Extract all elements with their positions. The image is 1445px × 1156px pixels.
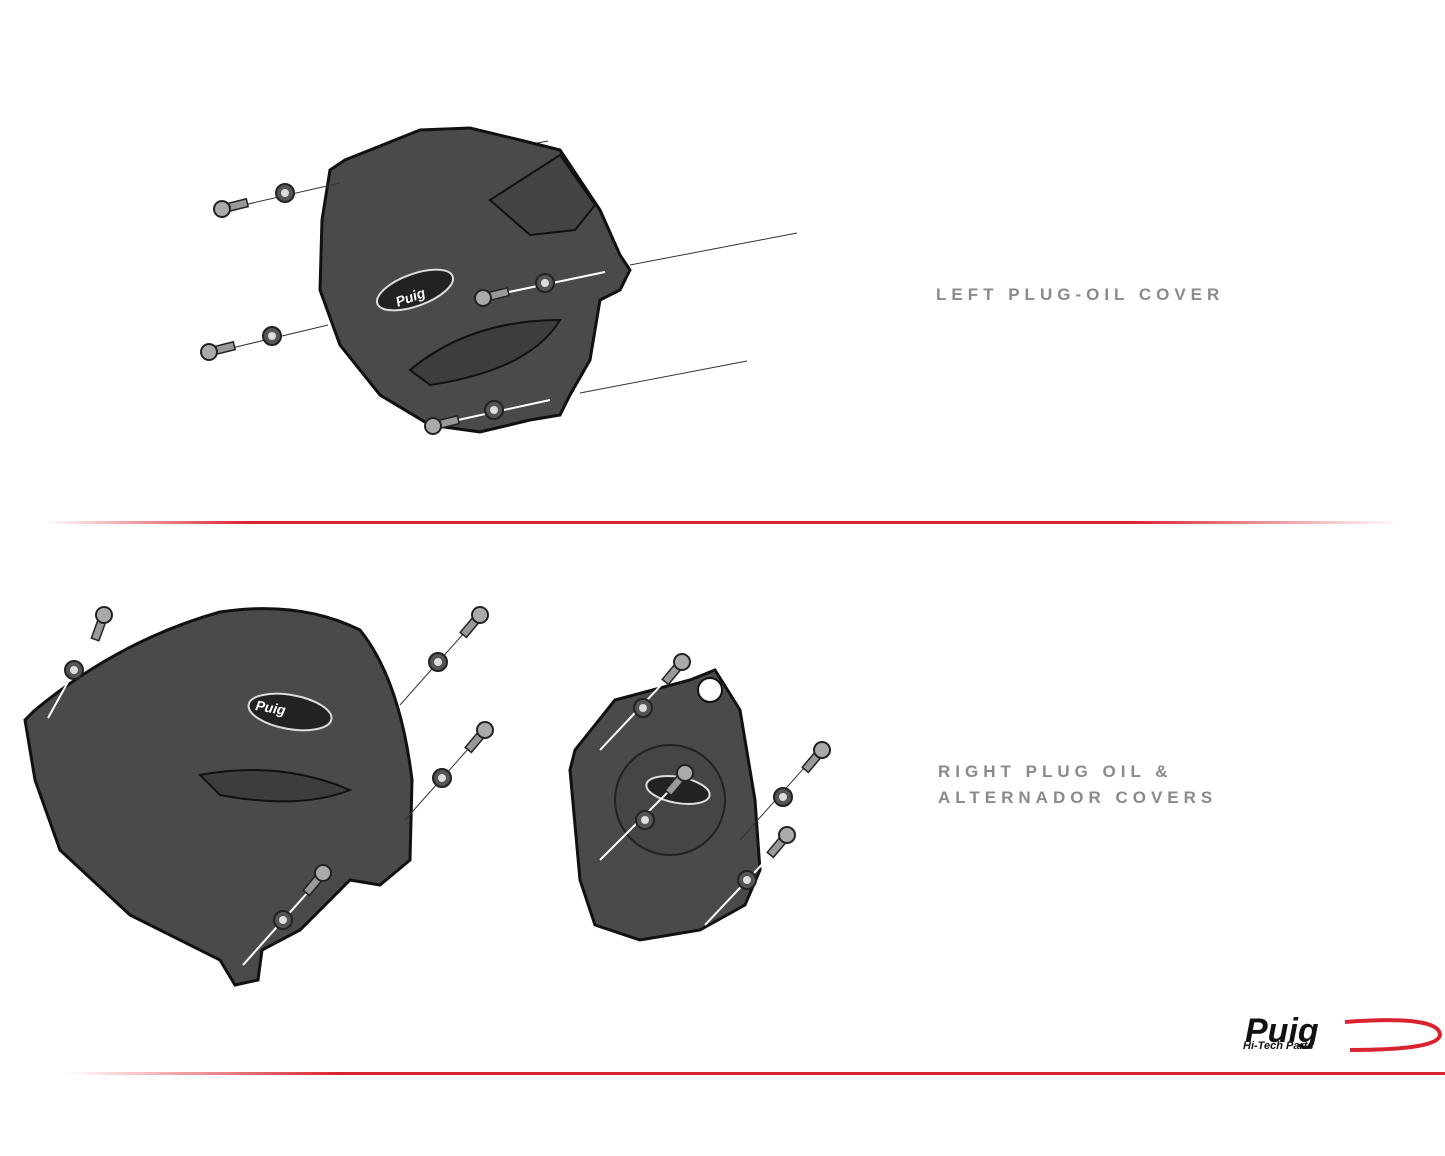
- svg-text:Puig: Puig: [1245, 1012, 1319, 1050]
- footer-divider: [65, 1072, 1445, 1075]
- alternator-cover: [568, 649, 835, 942]
- right-plug-oil-cover: Puig: [23, 602, 498, 987]
- cover-logo: Puig: [254, 697, 287, 718]
- section-divider: [45, 521, 1400, 524]
- left-plug-oil-cover-label: LEFT PLUG-OIL COVER: [936, 282, 1224, 308]
- label-line: LEFT PLUG-OIL COVER: [936, 285, 1225, 304]
- left-plug-oil-cover: Puig: [198, 126, 798, 437]
- svg-text:Hi-Tech Parts: Hi-Tech Parts: [1243, 1040, 1314, 1052]
- label-line: RIGHT PLUG OIL &: [938, 762, 1173, 781]
- label-line: ALTERNADOR COVERS: [938, 788, 1218, 807]
- puig-logo: Puig Hi-Tech Parts: [1243, 1012, 1443, 1052]
- right-covers-label: RIGHT PLUG OIL & ALTERNADOR COVERS: [938, 759, 1217, 811]
